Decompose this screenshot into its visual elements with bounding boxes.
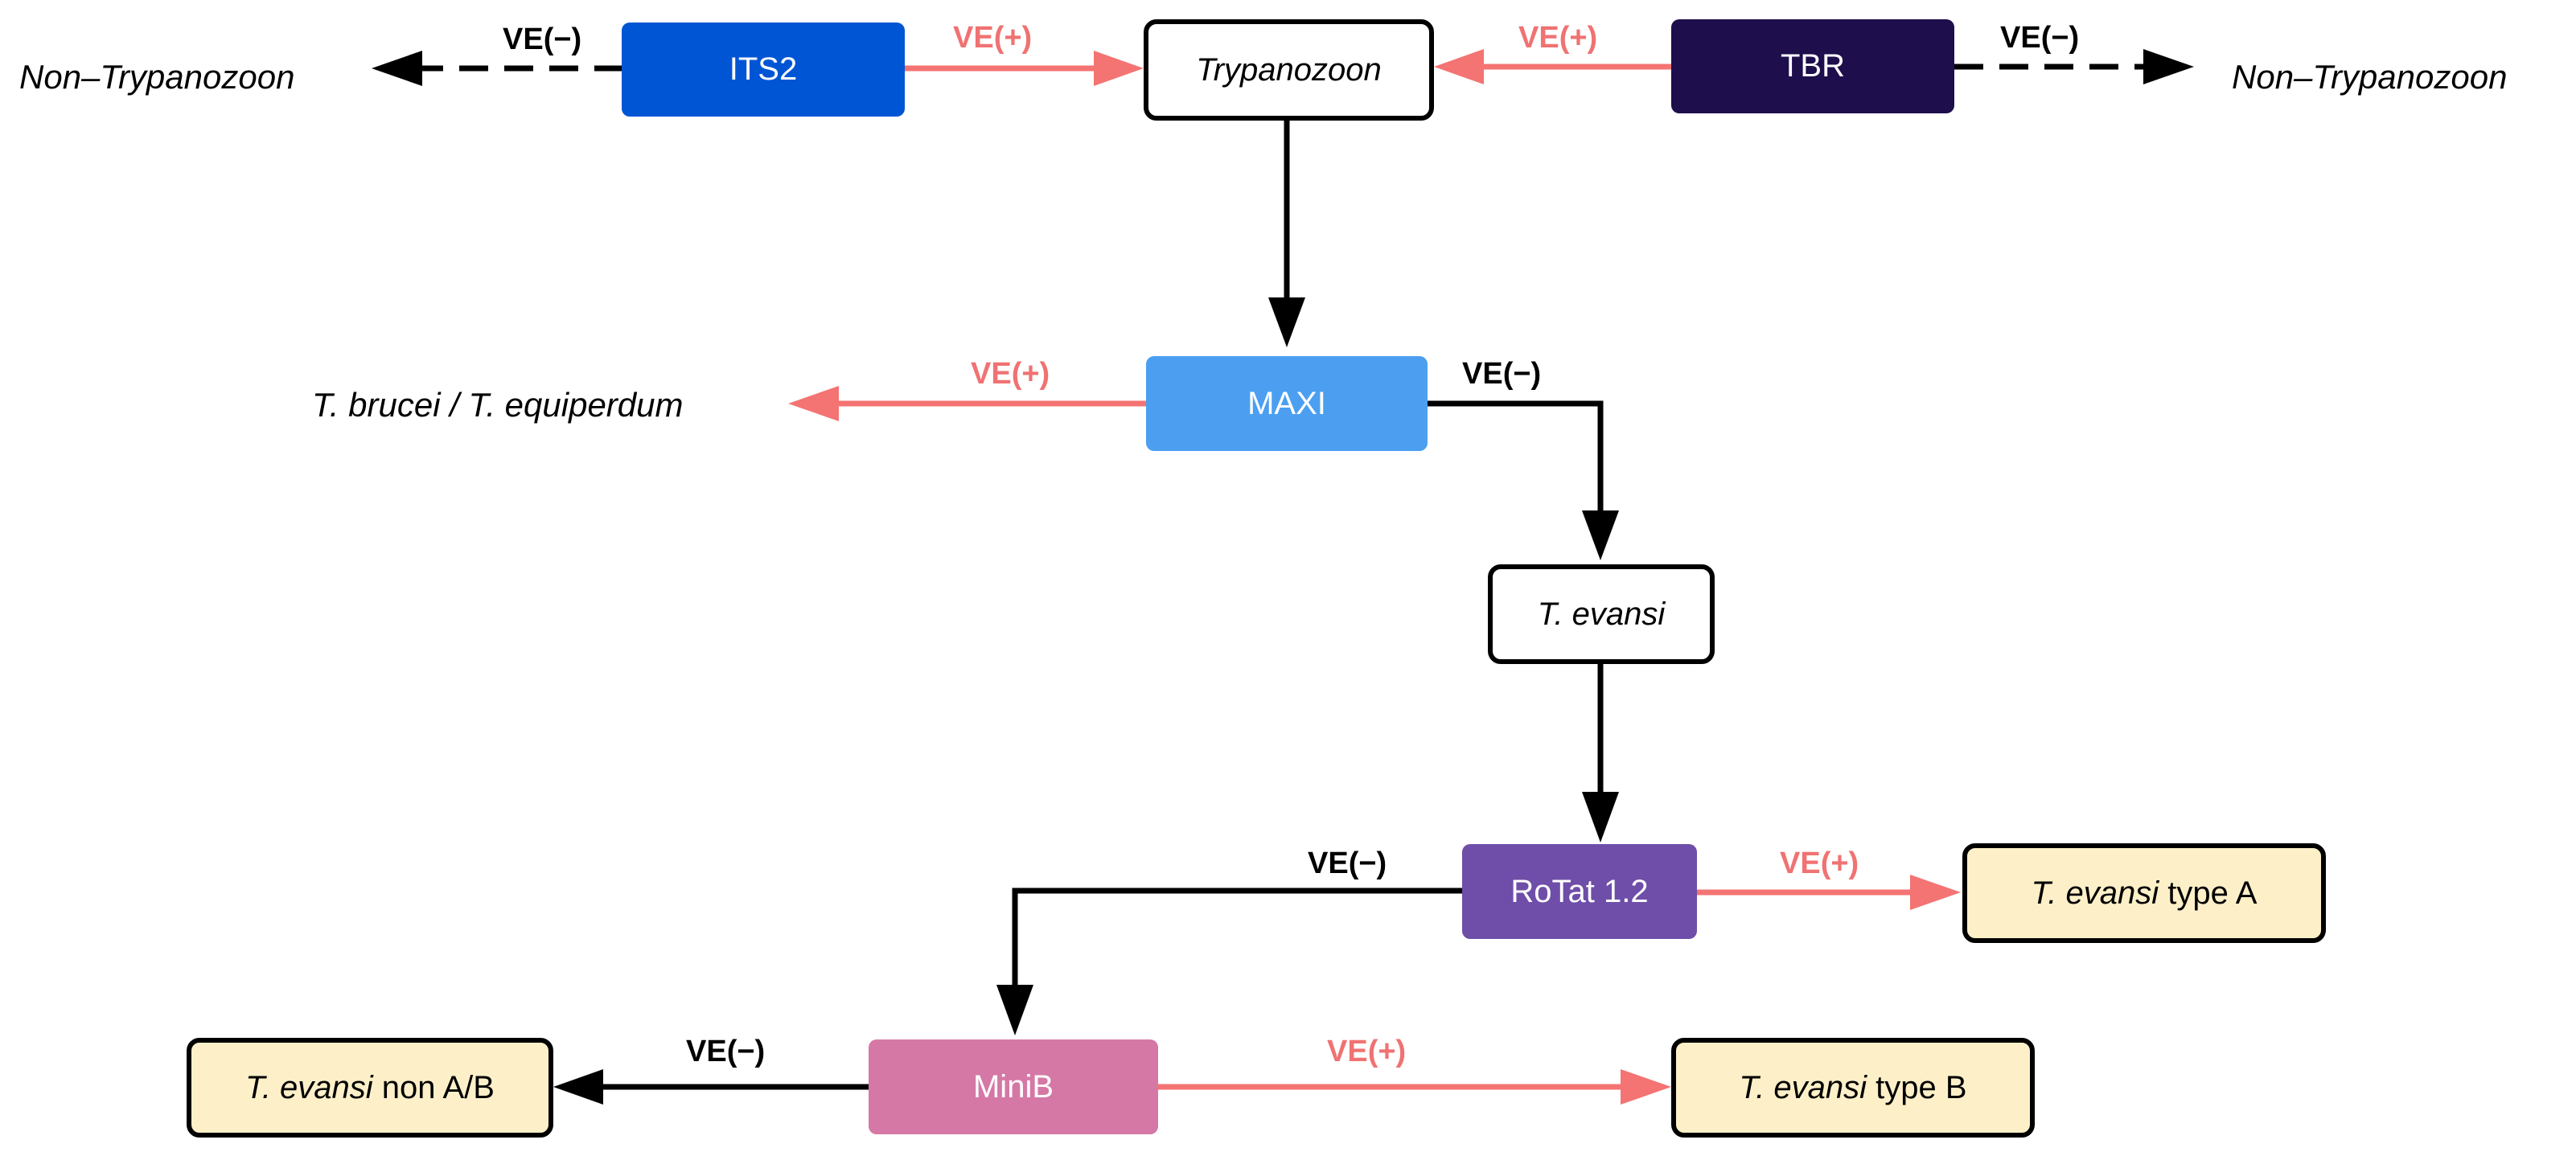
arrowhead-tbr-positive (1434, 49, 1484, 84)
rotat-negative-label: VE(−) (1308, 847, 1387, 880)
maxi-positive-label: VE(+) (971, 357, 1050, 391)
minib-node: MiniB (869, 1039, 1158, 1134)
minib-positive-label: VE(+) (1327, 1035, 1407, 1068)
its2-negative-label: VE(−) (503, 23, 582, 56)
non-ab-suffix: non A/B (372, 1069, 495, 1105)
its2-positive-label: VE(+) (953, 21, 1033, 55)
arrowhead-tbr-negative (2143, 49, 2194, 84)
non-trypanozoon-right: Non–Trypanozoon (2232, 58, 2508, 96)
type-a-species: T. evansi (2031, 875, 2159, 911)
non-ab-species: T. evansi (245, 1069, 373, 1105)
arrowhead-trypanozoon-maxi (1268, 297, 1305, 347)
arrowhead-minib-negative (553, 1069, 603, 1105)
arrowhead-its2-positive (1094, 51, 1144, 86)
rotat-node: RoTat 1.2 (1462, 844, 1697, 939)
tbr-positive-label: VE(+) (1518, 21, 1598, 55)
type-a-suffix: type A (2159, 875, 2258, 911)
connector-rotat-negative (1012, 888, 1462, 989)
arrowhead-maxi-negative (1582, 510, 1619, 560)
t-evansi-type-b-node: T. evansi type B (1671, 1038, 2035, 1138)
non-trypanozoon-left: Non–Trypanozoon (19, 58, 295, 96)
its2-node: ITS2 (622, 23, 905, 117)
brucei-equiperdum-label: T. brucei / T. equiperdum (312, 386, 684, 424)
t-evansi-type-a-node: T. evansi type A (1962, 843, 2326, 943)
type-b-suffix: type B (1867, 1069, 1967, 1105)
arrowhead-maxi-positive (788, 386, 839, 421)
arrowhead-tevansi-rotat (1582, 792, 1619, 842)
maxi-negative-label: VE(−) (1462, 357, 1542, 391)
connector-maxi-negative (1428, 400, 1604, 515)
arrowhead-minib-positive (1621, 1069, 1671, 1105)
rotat-positive-label: VE(+) (1780, 847, 1859, 880)
tbr-node: TBR (1671, 19, 1954, 113)
tbr-negative-label: VE(−) (2000, 21, 2080, 55)
t-evansi-non-ab-node: T. evansi non A/B (187, 1038, 553, 1138)
minib-negative-label: VE(−) (686, 1035, 766, 1068)
trypanozoon-node: Trypanozoon (1144, 19, 1434, 121)
t-evansi-node: T. evansi (1488, 564, 1715, 664)
arrowhead-its2-negative (372, 51, 422, 86)
arrowhead-rotat-negative (996, 985, 1033, 1035)
maxi-node: MAXI (1146, 356, 1428, 451)
type-b-species: T. evansi (1739, 1069, 1867, 1105)
arrowhead-rotat-positive (1910, 875, 1961, 910)
